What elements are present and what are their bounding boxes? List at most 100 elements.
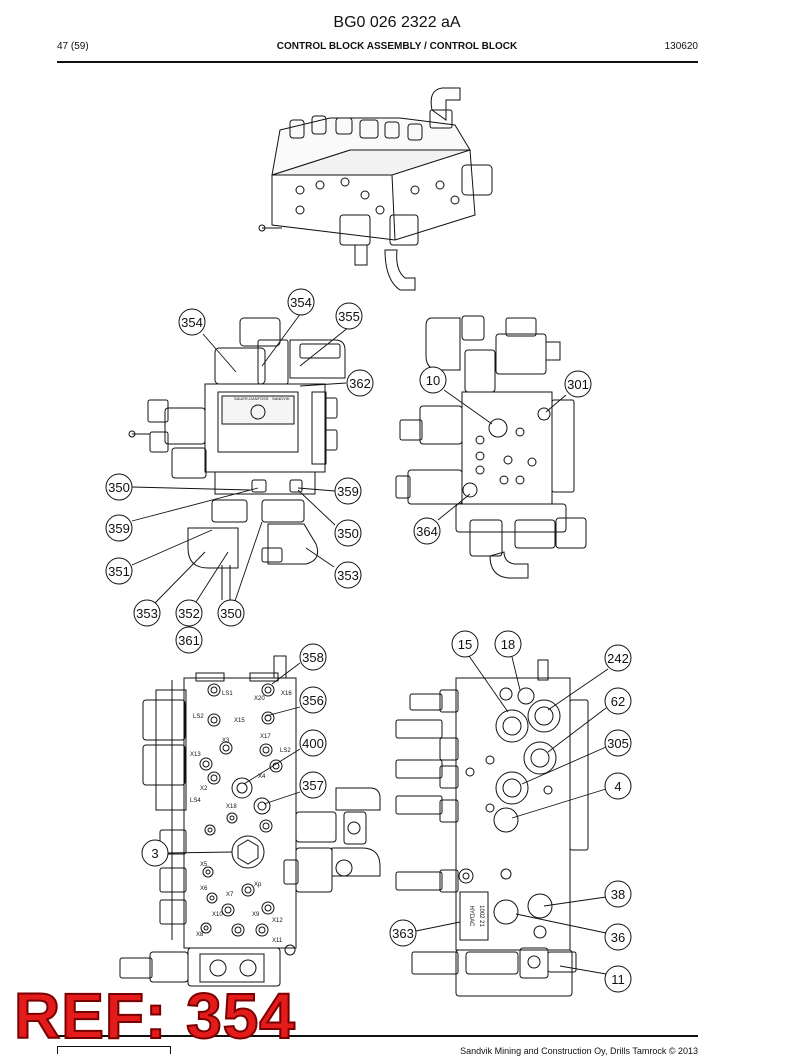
page-title: CONTROL BLOCK ASSEMBLY / CONTROL BLOCK — [276, 41, 518, 52]
ref-stamp: REF: 354 — [13, 980, 296, 1052]
plate-text-2: SANDVIK — [272, 396, 290, 401]
port-label: LS4 — [190, 798, 201, 804]
port-label: X13 — [190, 752, 201, 758]
leader-lines — [131, 312, 609, 975]
callout-36: 36 — [604, 923, 632, 951]
callout-label: 358 — [302, 650, 324, 665]
port-label: Xp — [254, 882, 262, 888]
port-label: X8 — [196, 932, 204, 938]
callout-354-left: 354 — [178, 308, 206, 336]
callout-301: 301 — [564, 370, 592, 398]
callout-305: 305 — [604, 729, 632, 757]
callout-361: 361 — [175, 626, 203, 654]
callout-3: 3 — [141, 839, 169, 867]
callout-label: 364 — [416, 524, 438, 539]
callout-11: 11 — [604, 965, 632, 993]
callout-350-a: 350 — [105, 473, 133, 501]
callout-label: 62 — [611, 694, 625, 709]
header-rule — [57, 61, 698, 63]
callout-400: 400 — [299, 729, 327, 757]
port-label: LS1 — [222, 691, 233, 697]
port-label: X20 — [254, 696, 265, 702]
port-label: X17 — [260, 734, 271, 740]
callout-352: 352 — [175, 599, 203, 627]
callout-label: 351 — [108, 564, 130, 579]
callout-label: 352 — [178, 606, 200, 621]
port-label: X10 — [212, 912, 223, 918]
callout-362: 362 — [346, 369, 374, 397]
callout-label: 350 — [108, 480, 130, 495]
callout-label: 4 — [614, 779, 621, 794]
port-label: X7 — [226, 892, 234, 898]
callout-label: 3 — [151, 846, 158, 861]
callout-label: 361 — [178, 633, 200, 648]
port-label: LS2 — [193, 714, 204, 720]
port-label: X3 — [222, 738, 230, 744]
brand-logo-strip — [57, 1046, 171, 1054]
callout-label: 355 — [338, 309, 360, 324]
callout-label: 354 — [181, 315, 203, 330]
callout-356: 356 — [299, 686, 327, 714]
valve-side-diagram: HYDAC 1002 21 — [395, 659, 589, 997]
plate-text-serial: 1002 21 — [478, 905, 484, 927]
callout-label: 400 — [302, 736, 324, 751]
page-date: 130620 — [664, 41, 698, 52]
callout-364: 364 — [413, 517, 441, 545]
callout-label: 242 — [607, 651, 629, 666]
front-view-diagram: SAUER-DANFOSS SANDVIK — [128, 317, 346, 600]
footer-company: Sandvik Mining and Construction Oy, Dril… — [460, 1046, 698, 1056]
callout-354-top: 354 — [287, 288, 315, 316]
callout-15: 15 — [451, 630, 479, 658]
callout-label: 350 — [337, 526, 359, 541]
callout-355: 355 — [335, 302, 363, 330]
callout-label: 38 — [611, 887, 625, 902]
port-label: LS2 — [280, 748, 291, 754]
callouts: 354 354 355 362 350 359 359 350 351 353 … — [105, 288, 632, 993]
callout-4: 4 — [604, 772, 632, 800]
footer-rule — [57, 1035, 698, 1037]
plate-text-1: SAUER-DANFOSS — [234, 396, 269, 401]
callout-359-b: 359 — [105, 514, 133, 542]
callout-label: 301 — [567, 377, 589, 392]
callout-350-b: 350 — [334, 519, 362, 547]
port-label: X11 — [272, 938, 283, 944]
callout-38: 38 — [604, 880, 632, 908]
callout-10: 10 — [419, 366, 447, 394]
callout-350-c: 350 — [217, 599, 245, 627]
callout-363: 363 — [389, 919, 417, 947]
callout-62: 62 — [604, 687, 632, 715]
callout-label: 353 — [136, 606, 158, 621]
callout-label: 10 — [426, 373, 440, 388]
callout-label: 362 — [349, 376, 371, 391]
page-number: 47 (59) — [57, 41, 89, 52]
callout-353-b: 353 — [133, 599, 161, 627]
port-label: X9 — [252, 912, 260, 918]
port-label: X15 — [234, 718, 245, 724]
callout-label: 359 — [337, 484, 359, 499]
callout-label: 11 — [611, 972, 625, 987]
callout-351: 351 — [105, 557, 133, 585]
callout-353-a: 353 — [334, 561, 362, 589]
callout-label: 36 — [611, 930, 625, 945]
plate-text-hydac: HYDAC — [468, 905, 474, 927]
callout-label: 350 — [220, 606, 242, 621]
port-label: X18 — [226, 804, 237, 810]
callout-359-a: 359 — [334, 477, 362, 505]
callout-label: 305 — [607, 736, 629, 751]
callout-358: 358 — [299, 643, 327, 671]
callout-label: 363 — [392, 926, 414, 941]
document-code: BG0 026 2322 aA — [333, 14, 461, 31]
port-label: X16 — [281, 691, 292, 697]
isometric-view — [258, 87, 493, 291]
port-label: X6 — [200, 886, 208, 892]
callout-label: 359 — [108, 521, 130, 536]
port-label: X12 — [272, 918, 283, 924]
port-label: X2 — [200, 786, 208, 792]
port-labels: LS1 LS2 X20 X16 X3 X15 X13 X17 LS2 X4 X2… — [190, 691, 292, 944]
callout-label: 15 — [458, 637, 472, 652]
port-label: X5 — [200, 862, 208, 868]
callout-18: 18 — [494, 630, 522, 658]
callout-label: 356 — [302, 693, 324, 708]
port-label: X4 — [258, 774, 266, 780]
